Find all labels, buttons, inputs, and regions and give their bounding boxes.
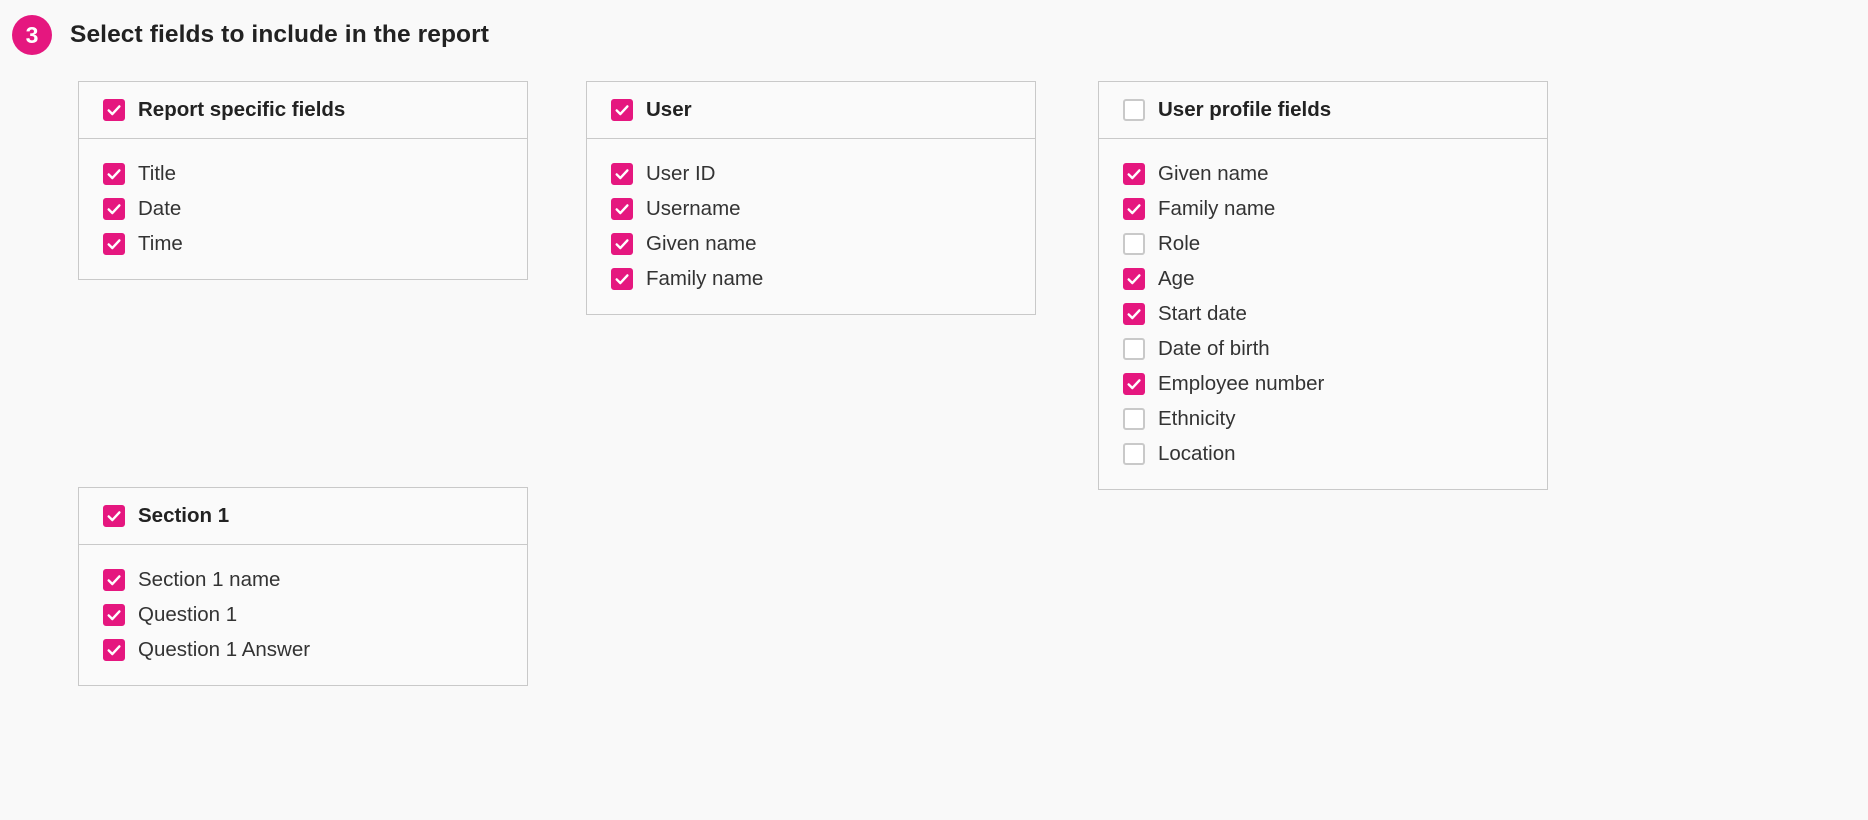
field-label: Username xyxy=(646,196,741,220)
checkbox-family-name[interactable] xyxy=(611,267,633,290)
field-label: Question 1 Answer xyxy=(138,637,311,661)
panel-header-user[interactable]: User xyxy=(587,82,1035,139)
field-label: Time xyxy=(138,231,183,255)
panel-header-section-1[interactable]: Section 1 xyxy=(79,488,527,545)
field-row[interactable]: Title xyxy=(103,156,511,191)
field-label: Start date xyxy=(1158,301,1247,325)
checkbox-given-name[interactable] xyxy=(611,232,633,255)
field-label: User ID xyxy=(646,161,716,185)
field-label: Given name xyxy=(1158,161,1269,185)
field-row[interactable]: Given name xyxy=(1123,156,1531,191)
field-row[interactable]: Section 1 name xyxy=(103,562,511,597)
field-row[interactable]: Username xyxy=(611,191,1019,226)
checkbox-question-1-answer[interactable] xyxy=(103,638,125,661)
panel-header-report-specific-fields[interactable]: Report specific fields xyxy=(79,82,527,139)
checkbox-section-1-name[interactable] xyxy=(103,568,125,591)
field-label: Age xyxy=(1158,266,1195,290)
checkbox-employee-number[interactable] xyxy=(1123,372,1145,395)
panel-header-user-profile-fields[interactable]: User profile fields xyxy=(1099,82,1547,139)
field-row[interactable]: Start date xyxy=(1123,296,1531,331)
field-label: Title xyxy=(138,161,176,185)
field-label: Family name xyxy=(646,266,764,290)
field-row[interactable]: Given name xyxy=(611,226,1019,261)
field-row[interactable]: Time xyxy=(103,226,511,261)
checkbox-date-of-birth[interactable] xyxy=(1123,337,1145,360)
checkbox-user-id[interactable] xyxy=(611,162,633,185)
field-row[interactable]: Employee number xyxy=(1123,366,1531,401)
field-row[interactable]: Question 1 Answer xyxy=(103,632,511,667)
panel-title: User xyxy=(646,98,692,121)
field-label: Location xyxy=(1158,441,1236,465)
checkbox-section-1[interactable] xyxy=(103,505,125,527)
field-label: Ethnicity xyxy=(1158,406,1236,430)
step-header: 3 Select fields to include in the report xyxy=(0,0,489,70)
field-row[interactable]: Date xyxy=(103,191,511,226)
field-label: Given name xyxy=(646,231,757,255)
panel-title: User profile fields xyxy=(1158,98,1332,121)
field-row[interactable]: User ID xyxy=(611,156,1019,191)
field-row[interactable]: Location xyxy=(1123,436,1531,471)
checkbox-title[interactable] xyxy=(103,162,125,185)
checkbox-location[interactable] xyxy=(1123,442,1145,465)
field-row[interactable]: Family name xyxy=(611,261,1019,296)
field-label: Section 1 name xyxy=(138,567,281,591)
checkbox-family-name[interactable] xyxy=(1123,197,1145,220)
checkbox-question-1[interactable] xyxy=(103,603,125,626)
checkbox-age[interactable] xyxy=(1123,267,1145,290)
field-label: Family name xyxy=(1158,196,1276,220)
page-title: Select fields to include in the report xyxy=(70,21,490,48)
panel-title: Section 1 xyxy=(138,504,230,527)
checkbox-date[interactable] xyxy=(103,197,125,220)
checkbox-report-specific-fields[interactable] xyxy=(103,99,125,121)
checkbox-user-profile-fields[interactable] xyxy=(1123,99,1145,121)
checkbox-role[interactable] xyxy=(1123,232,1145,255)
field-label: Employee number xyxy=(1158,371,1325,395)
checkbox-given-name[interactable] xyxy=(1123,162,1145,185)
field-row[interactable]: Family name xyxy=(1123,191,1531,226)
checkbox-username[interactable] xyxy=(611,197,633,220)
checkbox-ethnicity[interactable] xyxy=(1123,407,1145,430)
field-label: Date xyxy=(138,196,182,220)
field-label: Date of birth xyxy=(1158,336,1270,360)
checkbox-user[interactable] xyxy=(611,99,633,121)
field-row[interactable]: Ethnicity xyxy=(1123,401,1531,436)
field-label: Role xyxy=(1158,231,1201,255)
step-number-badge: 3 xyxy=(12,15,52,55)
field-row[interactable]: Date of birth xyxy=(1123,331,1531,366)
field-label: Question 1 xyxy=(138,602,238,626)
field-row[interactable]: Role xyxy=(1123,226,1531,261)
panel-title: Report specific fields xyxy=(138,98,346,121)
checkbox-start-date[interactable] xyxy=(1123,302,1145,325)
field-row[interactable]: Age xyxy=(1123,261,1531,296)
checkbox-time[interactable] xyxy=(103,232,125,255)
field-row[interactable]: Question 1 xyxy=(103,597,511,632)
